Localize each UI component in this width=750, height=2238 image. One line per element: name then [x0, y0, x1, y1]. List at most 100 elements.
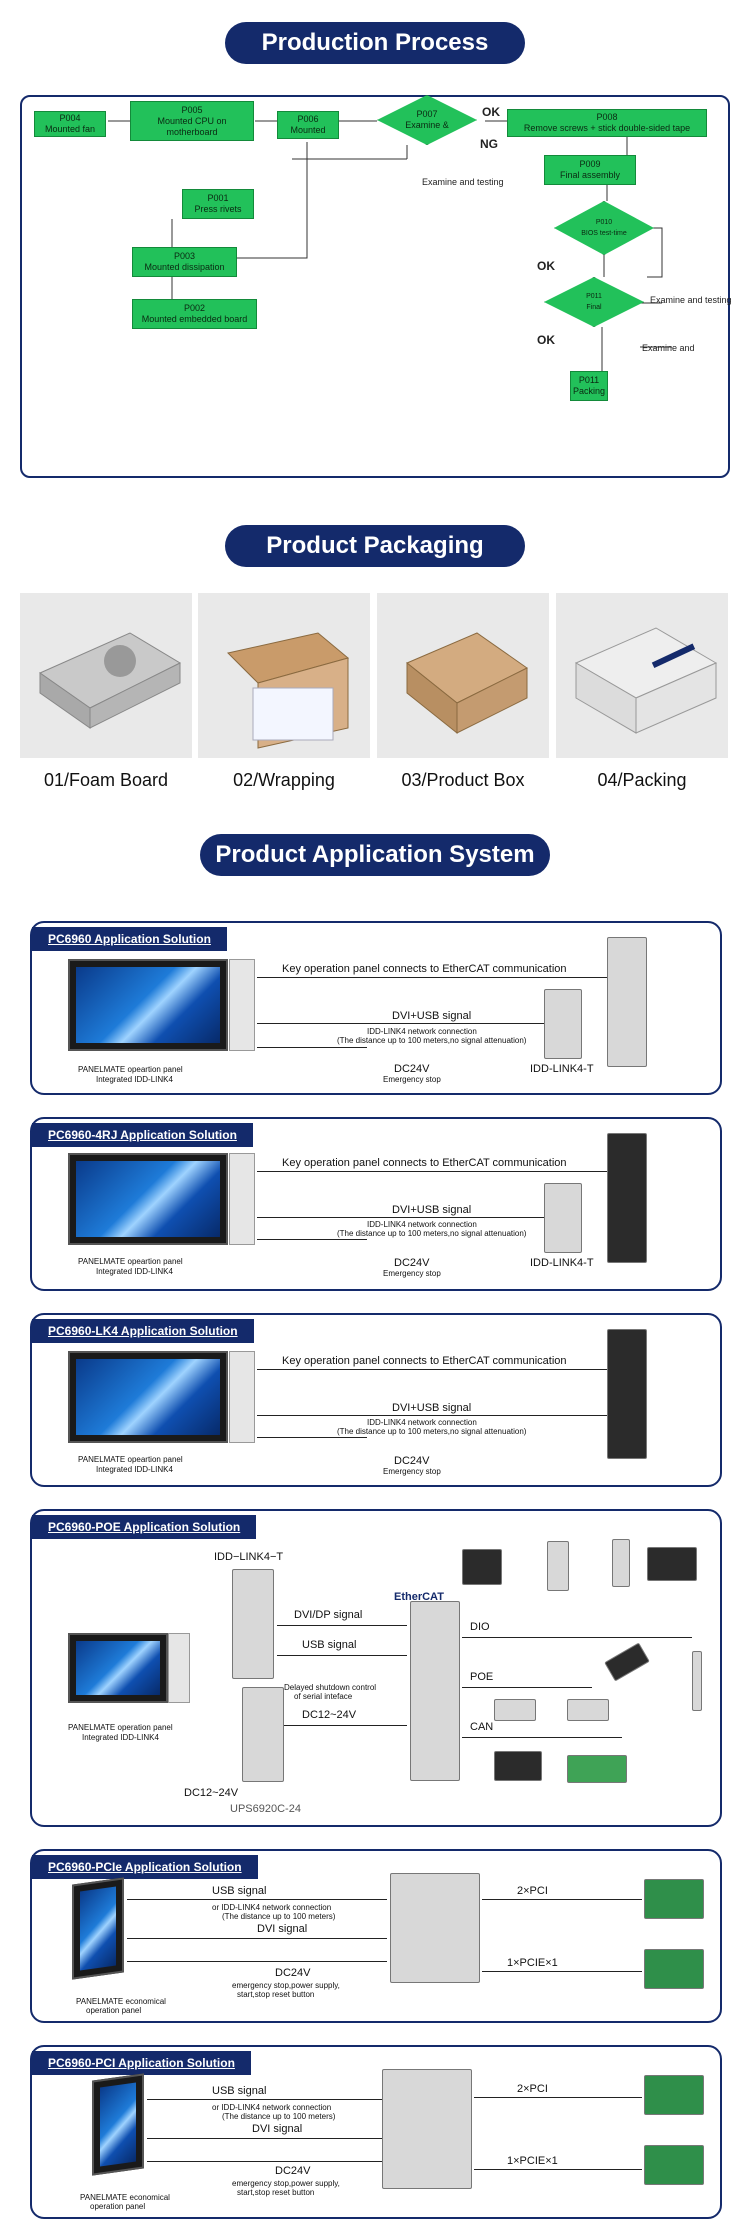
dc12-label-2: DC12~24V: [184, 1787, 239, 1799]
integrated-label: Integrated IDD-LINK4: [96, 1075, 173, 1084]
dvi-label: DVI signal: [252, 2123, 303, 2135]
camera-icon-2: [567, 1699, 609, 1721]
dc24-label: DC24V: [394, 1063, 430, 1075]
ethercat-label: Key operation panel connects to EtherCAT…: [282, 963, 567, 975]
idd-label: IDD-LINK4 network connection: [367, 1220, 477, 1229]
reset-label: start,stop reset button: [237, 1990, 315, 1999]
solution-title: PC6960-4RJ Application Solution: [32, 1123, 253, 1147]
pci-card-icon: [644, 1879, 704, 1919]
process-node-p002: P002 Mounted embedded board: [132, 299, 257, 329]
panel-screen: [68, 1633, 168, 1703]
packaging-photo-packing: [556, 593, 728, 758]
solution-pc6960-poe: PC6960-POE Application Solution IDD−LINK…: [30, 1509, 722, 1827]
serial-label: of serial inteface: [294, 1692, 353, 1701]
pcie-label: 1×PCIE×1: [507, 1957, 558, 1969]
ok-label-3: OK: [537, 333, 555, 347]
solution-pc6960-pci: PC6960-PCI Application Solution PANELMAT…: [30, 2045, 722, 2219]
packaging-photo-product-box: [377, 593, 549, 758]
panel-screen: [68, 1351, 228, 1443]
controller-device: [607, 1329, 647, 1459]
solution-pc6960-4rj: PC6960-4RJ Application Solution PANELMAT…: [30, 1117, 722, 1291]
solution-title: PC6960-POE Application Solution: [32, 1515, 257, 1539]
process-node-p003: P003 Mounted dissipation: [132, 247, 237, 277]
dvi-usb-label: DVI+USB signal: [392, 1204, 472, 1216]
panel-label: PANELMATE operation panel: [68, 1723, 173, 1732]
ng-label: NG: [480, 137, 498, 151]
io-module-icon: [612, 1539, 630, 1587]
solution-title: PC6960 Application Solution: [32, 927, 227, 951]
usb-label: USB signal: [212, 2085, 267, 2097]
panel-label: PANELMATE economical: [80, 2193, 170, 2202]
panel-keypad: [229, 1153, 255, 1245]
controller-device: [382, 2069, 472, 2189]
distance-label: (The distance up to 100 meters,no signal…: [337, 1229, 527, 1238]
power-label: emergency stop,power supply,: [232, 2179, 340, 2188]
panel-keypad: [229, 959, 255, 1051]
camera-icon-1: [494, 1699, 536, 1721]
idd-label: IDD-LINK4 network connection: [367, 1418, 477, 1427]
solution-title: PC6960-PCI Application Solution: [32, 2051, 251, 2075]
distance-label: (The distance up to 100 meters): [222, 2112, 336, 2121]
examine-and-label: Examine and: [642, 343, 695, 353]
ethercat-label: Key operation panel connects to EtherCAT…: [282, 1355, 567, 1367]
production-process-frame: P004 Mounted fan P005 Mounted CPU on mot…: [20, 95, 732, 478]
pendant-icon: [547, 1541, 569, 1591]
idd-link4-t-device: [232, 1569, 274, 1679]
ok-label-2: OK: [537, 259, 555, 273]
dvi-dp-label: DVI/DP signal: [294, 1609, 363, 1621]
ok-label-1: OK: [482, 105, 500, 119]
dc24-label: DC24V: [275, 2165, 311, 2177]
solution-title: PC6960-LK4 Application Solution: [32, 1319, 254, 1343]
poe-label: POE: [470, 1671, 494, 1683]
device-label: IDD-LINK4-T: [530, 1257, 594, 1269]
keypad-panel-icon: [647, 1547, 697, 1581]
distance-label: (The distance up to 100 meters,no signal…: [337, 1036, 527, 1045]
integrated-label: Integrated IDD-LINK4: [96, 1465, 173, 1474]
dc12-label: DC12~24V: [302, 1709, 357, 1721]
packaging-photo-wrapping: [198, 593, 370, 758]
product-packaging-title: Product Packaging: [225, 525, 525, 567]
controller-device: [607, 937, 647, 1067]
process-node-p004: P004 Mounted fan: [34, 111, 106, 137]
idd-label: or IDD-LINK4 network connection: [212, 2103, 332, 2112]
idd-label: or IDD-LINK4 network connection: [212, 1903, 332, 1912]
panel-label-2: operation panel: [90, 2202, 146, 2211]
dio-label: DIO: [470, 1621, 490, 1633]
pcie-label: 1×PCIE×1: [507, 2155, 558, 2167]
ups-label: UPS6920C-24: [230, 1803, 301, 1815]
packaging-caption-2: 02/Wrapping: [233, 770, 335, 790]
dvi-usb-label: DVI+USB signal: [392, 1402, 472, 1414]
panel-label: PANELMATE opeartion panel: [78, 1257, 183, 1266]
panel-screen: [68, 959, 228, 1051]
process-node-p009: P009 Final assembly: [544, 155, 636, 185]
packaging-caption-3: 03/Product Box: [401, 770, 525, 790]
process-node-p006: P006 Mounted: [277, 111, 339, 139]
panel-label: PANELMATE opeartion panel: [78, 1455, 183, 1464]
pcie-card-icon: [644, 1949, 704, 1989]
driver-board-icon-2: [567, 1755, 627, 1783]
driver-board-icon-1: [494, 1751, 542, 1781]
power-label: emergency stop,power supply,: [232, 1981, 340, 1990]
dvi-label: DVI signal: [257, 1923, 308, 1935]
panel-screen: [68, 1153, 228, 1245]
idd-link4-t-label: IDD−LINK4−T: [214, 1551, 284, 1563]
examine-testing-label-2: Examine and testing: [650, 295, 732, 305]
process-node-p005: P005 Mounted CPU on motherboard: [130, 101, 254, 141]
dc24-label: DC24V: [394, 1455, 430, 1467]
production-process-title: Production Process: [225, 22, 525, 64]
dc24-label: DC24V: [275, 1967, 311, 1979]
application-system-title: Product Application System: [200, 834, 550, 876]
panel-label-2: operation panel: [86, 2006, 142, 2015]
packaging-caption-4: 04/Packing: [597, 770, 687, 790]
process-node-p008: P008 Remove screws + stick double-sided …: [507, 109, 707, 137]
panel-label: PANELMATE economical: [76, 1997, 166, 2006]
pci-label: 2×PCI: [517, 2083, 548, 2095]
solution-pc6960: PC6960 Application Solution PANELMATE op…: [30, 921, 722, 1095]
estop-label: Emergency stop: [383, 1269, 441, 1278]
usb-label: USB signal: [302, 1639, 357, 1651]
process-node-p001: P001 Press rivets: [182, 189, 254, 219]
delayed-label: Delayed shutdown control: [284, 1683, 377, 1692]
packaging-caption-1: 01/Foam Board: [43, 770, 169, 790]
panel-screen: [92, 2073, 144, 2176]
solution-pc6960-lk4: PC6960-LK4 Application Solution PANELMAT…: [30, 1313, 722, 1487]
